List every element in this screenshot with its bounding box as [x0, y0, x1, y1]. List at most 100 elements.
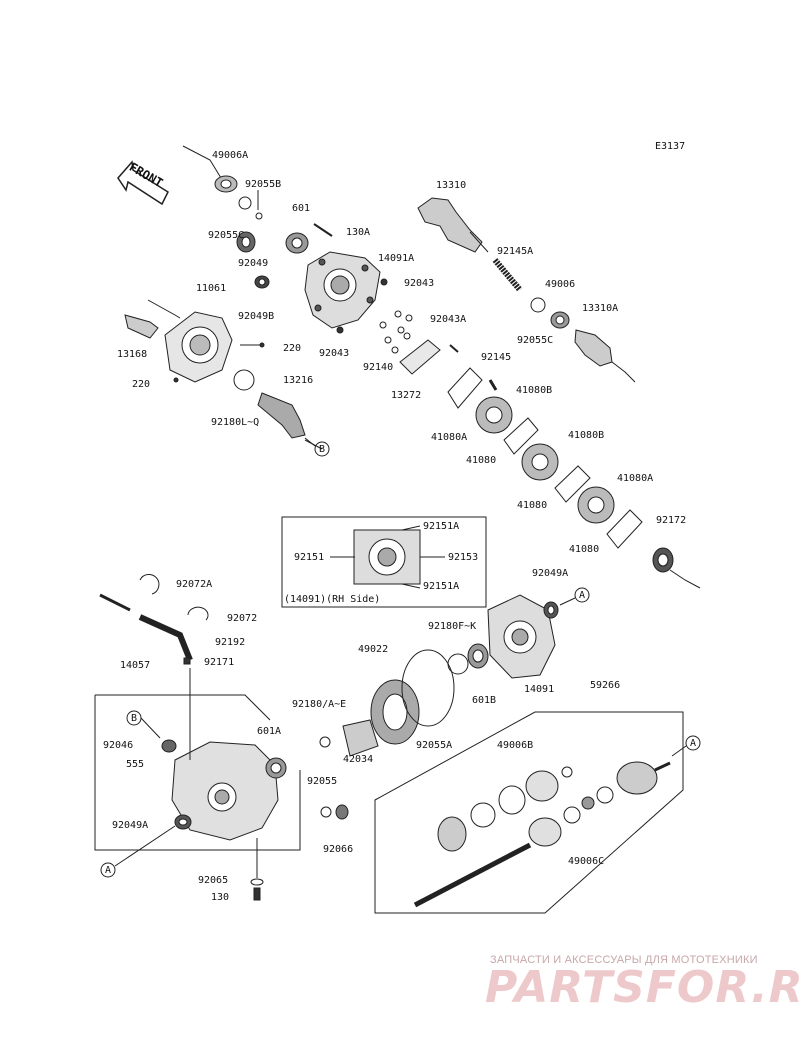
- label-11061: 11061: [196, 283, 227, 294]
- label-41080-3: 41080: [569, 544, 600, 555]
- label-42034: 42034: [343, 754, 374, 765]
- label-220-r: 220: [283, 343, 302, 354]
- label-555: 555: [126, 759, 145, 770]
- label-41080B-2: 41080B: [568, 430, 605, 441]
- screw-220-b: [173, 377, 179, 383]
- gear-42034: [342, 719, 379, 757]
- front-arrow: [117, 160, 169, 206]
- o-ring-92055C-r: [530, 297, 546, 313]
- label-92171: 92171: [204, 657, 235, 668]
- shaft-box-59266: [374, 711, 684, 914]
- plate-41080A-1: [447, 367, 483, 409]
- label-92145A: 92145A: [497, 246, 534, 257]
- label-92145: 92145: [481, 352, 512, 363]
- label-92180LQ: 92180L~Q: [211, 417, 260, 428]
- label-13216: 13216: [283, 375, 314, 386]
- fitting-92171: [183, 657, 191, 665]
- label-92049: 92049: [238, 258, 269, 269]
- label-41080A-1: 41080A: [431, 432, 468, 443]
- tube-92192: [138, 614, 193, 662]
- leader-49006A: [182, 145, 222, 179]
- o-ring-92055A: [401, 649, 455, 727]
- callout-A-top: [574, 587, 590, 603]
- axle-shaft: [413, 842, 532, 908]
- label-41080-2: 41080: [517, 500, 548, 511]
- label-92151A-top: 92151A: [423, 521, 460, 532]
- callout-A-left: [100, 862, 116, 878]
- bolt-92043-b: [336, 326, 344, 334]
- label-59266: 59266: [590, 680, 621, 691]
- callout-letter-A-right: A: [690, 738, 697, 749]
- o-ring-92180FK: [447, 653, 469, 675]
- bolt-92043-r: [380, 278, 388, 286]
- screw-220-r: [259, 342, 265, 348]
- inset-caption: (14091)(RH Side): [284, 594, 381, 605]
- label-130A: 130A: [346, 227, 371, 238]
- callout-letter-B-left: B: [131, 713, 138, 724]
- o-ring-92055C-top: [238, 196, 252, 210]
- yoke-13310: [417, 197, 483, 253]
- label-601A: 601A: [257, 726, 282, 737]
- label-601: 601: [292, 203, 311, 214]
- label-92055A: 92055A: [416, 740, 453, 751]
- label-92153: 92153: [448, 552, 479, 563]
- label-92043A: 92043A: [430, 314, 467, 325]
- o-ring-92180AE: [319, 736, 331, 748]
- callout-letter-B-top: B: [319, 444, 326, 455]
- label-92072A: 92072A: [176, 579, 213, 590]
- label-13310A: 13310A: [582, 303, 619, 314]
- plate-13272: [399, 339, 441, 375]
- label-92072: 92072: [227, 613, 258, 624]
- boot-large: [525, 770, 559, 802]
- callout-letter-A-left: A: [105, 865, 112, 876]
- label-49022: 49022: [358, 644, 389, 655]
- plate-41080B-1: [503, 417, 539, 455]
- label-220-b: 220: [132, 379, 151, 390]
- ring-92055B: [255, 212, 263, 220]
- callout-letter-A-top: A: [579, 590, 586, 601]
- label-49006B: 49006B: [497, 740, 534, 751]
- cv-joint-outer: [616, 761, 658, 795]
- label-49006A: 49006A: [212, 150, 249, 161]
- label-92151A-bottom: 92151A: [423, 581, 460, 592]
- label-92043-r: 92043: [404, 278, 435, 289]
- clamp-92072: [187, 606, 209, 621]
- label-92049A-left: 92049A: [112, 820, 149, 831]
- boot-small: [498, 785, 526, 815]
- label-601B: 601B: [472, 695, 497, 706]
- housing-frame-14057: [94, 695, 301, 851]
- inset-box: [281, 516, 487, 608]
- pin-92145: [488, 379, 498, 391]
- label-14057: 14057: [120, 660, 151, 671]
- watermark-tagline: ЗАПЧАСТИ И АКСЕССУАРЫ ДЛЯ МОТОТЕХНИКИ: [490, 954, 758, 966]
- label-92180FK: 92180F~K: [428, 621, 477, 632]
- label-41080-1: 41080: [466, 455, 497, 466]
- diagram-code: E3137: [655, 141, 686, 152]
- label-92180AE: 92180/A~E: [292, 699, 347, 710]
- plate-41080B-2: [554, 465, 591, 503]
- watermark-logo: PARTSFOR.RU: [485, 962, 800, 1013]
- seal-92066: [335, 804, 349, 820]
- hose-92192: [99, 593, 131, 612]
- yoke-13310A: [574, 329, 613, 367]
- boot-49006C: [528, 817, 562, 847]
- label-49006C: 49006C: [568, 856, 605, 867]
- label-49006: 49006: [545, 279, 576, 290]
- cage-49006B: [470, 802, 496, 828]
- label-92055: 92055: [307, 776, 338, 787]
- ring-92055: [320, 806, 332, 818]
- actuator-13168: [124, 314, 159, 339]
- label-92140: 92140: [363, 362, 394, 373]
- label-92066: 92066: [323, 844, 354, 855]
- label-130: 130: [211, 892, 230, 903]
- label-92055B: 92055B: [245, 179, 282, 190]
- spring-92145A: [492, 258, 523, 292]
- label-92049B: 92049B: [238, 311, 275, 322]
- cv-joint-inner: [437, 816, 467, 852]
- label-92049A-right: 92049A: [532, 568, 569, 579]
- bolt-130: [253, 887, 261, 901]
- label-41080A-2: 41080A: [617, 473, 654, 484]
- label-92046: 92046: [103, 740, 134, 751]
- pinion-13216: [257, 392, 306, 439]
